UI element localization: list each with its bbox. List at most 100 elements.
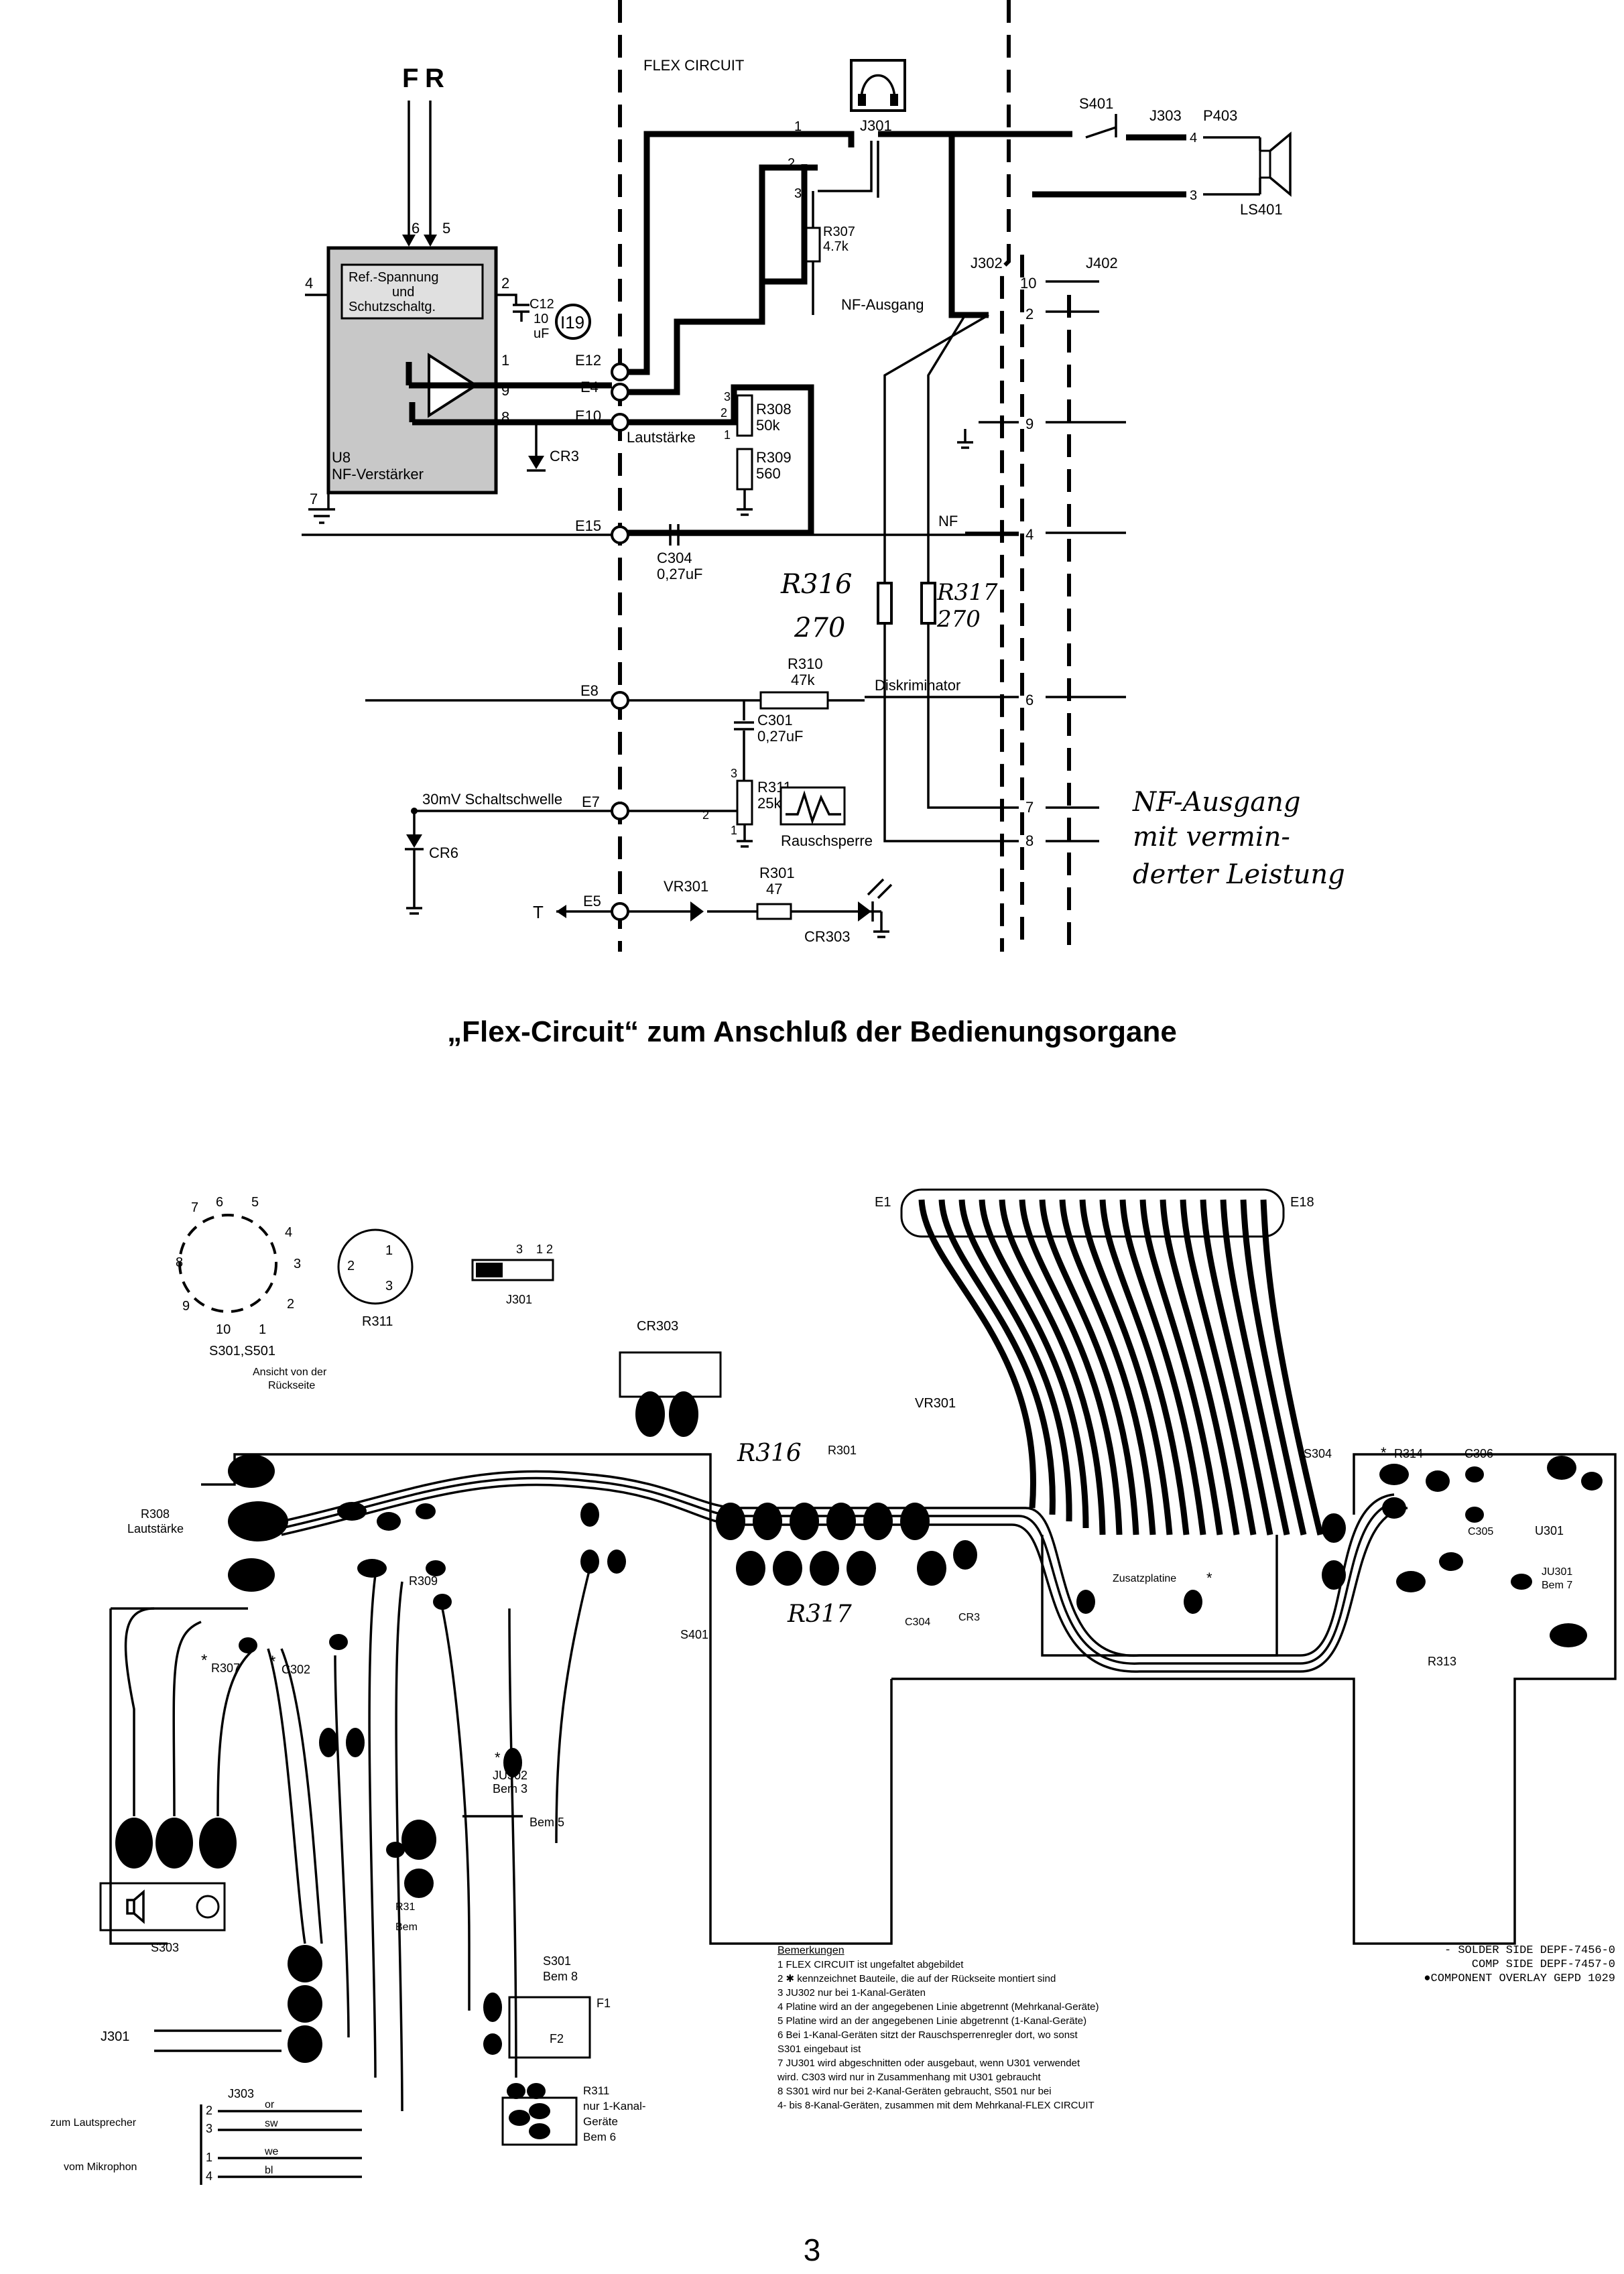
note-item: 4- bis 8-Kanal-Geräten, zusammen mit dem… xyxy=(777,2100,1095,2111)
headphone-ear-right xyxy=(890,94,898,106)
e5-arrow xyxy=(556,905,566,918)
r311-block-line-3: Geräte xyxy=(583,2115,618,2128)
p403-pin-4: 4 xyxy=(1190,131,1197,145)
zusatz-layout-label: Zusatzplatine xyxy=(1113,1573,1176,1584)
s303-speaker-icon xyxy=(126,1889,145,1924)
e12-label: E12 xyxy=(575,352,601,369)
speaker-wire xyxy=(878,131,1072,318)
board-outline-left xyxy=(109,1607,248,1945)
c12-unit: uF xyxy=(534,326,549,341)
i19-label: I19 xyxy=(560,312,584,332)
r307-value: 4.7k xyxy=(823,239,849,254)
j301-jack-pin-2: 2 xyxy=(546,1243,553,1256)
s301-layout-label: S301 xyxy=(543,1954,571,1968)
ribbon-traces xyxy=(918,1199,1324,1536)
u8-function: NF-Verstärker xyxy=(332,466,424,483)
r317-value: 270 xyxy=(936,606,981,633)
wire-sw: sw xyxy=(265,2118,278,2129)
u8-name: U8 xyxy=(332,449,351,466)
svg-text:4: 4 xyxy=(285,1225,292,1240)
bem5-label: Bem 5 xyxy=(529,1816,564,1829)
note-item: 1 FLEX CIRCUIT ist ungefaltet abgebildet xyxy=(777,1959,964,1970)
r310-value: 47k xyxy=(791,672,815,688)
j303-layout-label: J303 xyxy=(228,2087,254,2100)
r308-layout-sub: Lautstärke xyxy=(127,1522,184,1535)
pin9-ground xyxy=(957,429,973,449)
headphone-ear-left xyxy=(858,94,866,106)
cr303-bar xyxy=(867,878,893,922)
r310-label: R310 xyxy=(788,655,823,672)
rauschsperre-label: Rauschsperre xyxy=(781,832,873,849)
wire-we: we xyxy=(264,2146,279,2157)
r301-symbol xyxy=(756,903,792,920)
j301-label: J301 xyxy=(860,117,892,134)
page-heading: „Flex-Circuit“ zum Anschluß der Bedienun… xyxy=(447,1015,1177,1048)
note-item: S301 eingebaut ist xyxy=(777,2043,861,2055)
s303-layout-label: S303 xyxy=(151,1941,179,1954)
pad-cluster-center xyxy=(580,1503,1346,1614)
switch-caption-1: Ansicht von der xyxy=(253,1367,327,1378)
r314-layout-label: R314 xyxy=(1394,1447,1423,1460)
ls401-label: LS401 xyxy=(1240,201,1283,218)
cr3-label: CR3 xyxy=(550,448,579,464)
r301-layout-label: R301 xyxy=(828,1444,857,1457)
svg-text:4: 4 xyxy=(206,2169,212,2183)
comp-side-label: COMP SIDE DEPF-7457-0 xyxy=(1471,1958,1615,1971)
amp-fb-wire xyxy=(409,402,612,426)
j301-jack-pin-1: 1 xyxy=(536,1243,543,1256)
input-arrows xyxy=(402,235,437,247)
r309-value: 560 xyxy=(756,465,781,482)
switch-circle xyxy=(178,1214,277,1313)
c12-label: C12 xyxy=(529,297,554,312)
c304-label: C304 xyxy=(657,550,692,566)
diskriminator-label: Diskriminator xyxy=(875,677,960,694)
j303-label: J303 xyxy=(1149,107,1182,124)
r308-symbol xyxy=(736,394,753,437)
cr3-layout-label: CR3 xyxy=(958,1612,980,1623)
zusatz-outline xyxy=(1041,1535,1278,1657)
r316-value: 270 xyxy=(794,613,845,643)
r313-layout-label: R313 xyxy=(1428,1655,1456,1668)
vr301-layout-label: VR301 xyxy=(915,1396,956,1411)
r311-pin-3: 3 xyxy=(731,767,737,780)
r311-pot-circle xyxy=(337,1228,414,1305)
c301-value: 0,27uF xyxy=(757,728,804,745)
r311-pot-pin-1: 1 xyxy=(385,1243,393,1258)
r311-ground xyxy=(737,824,753,848)
switch-caption-2: Rückseite xyxy=(268,1380,315,1391)
solder-side-label: - SOLDER SIDE DEPF-7456-0 xyxy=(1444,1944,1615,1957)
note-item: 7 JU301 wird abgeschnitten oder ausgebau… xyxy=(777,2058,1080,2069)
r31x-label: R31 xyxy=(395,1901,415,1913)
r309-symbol xyxy=(736,448,753,491)
pad-cluster-right xyxy=(1379,1456,1603,1647)
input-f-label: F xyxy=(402,64,418,93)
overlay-info-block: - SOLDER SIDE DEPF-7456-0 COMP SIDE DEPF… xyxy=(1367,1944,1615,1986)
r311-value: 25k xyxy=(757,795,782,812)
handwritten-note-2: mit vermin- xyxy=(1133,822,1290,852)
p403-label: P403 xyxy=(1203,107,1237,124)
cr303-ground xyxy=(873,911,889,938)
u8-pin-2: 2 xyxy=(501,275,509,292)
board-outline xyxy=(201,1453,1617,1945)
r308-pin-1: 1 xyxy=(724,428,731,442)
r311-pot-name: R311 xyxy=(362,1314,393,1329)
u8-pin-6: 6 xyxy=(412,220,420,237)
r311-layout-pads xyxy=(509,2103,550,2139)
ju302-layout-label: JU302 xyxy=(493,1769,527,1782)
svg-text:1: 1 xyxy=(206,2151,212,2164)
r311-pin-2: 2 xyxy=(702,808,709,822)
e4-wire xyxy=(628,164,818,395)
r311-block-line-4: Bem 6 xyxy=(583,2131,616,2143)
r307-asterisk: * xyxy=(201,1651,207,1669)
note-item: 6 Bei 1-Kanal-Geräten sitzt der Rauschsp… xyxy=(777,2029,1078,2041)
r31x-note: Bem xyxy=(395,1921,418,1933)
notes-title: Bemerkungen xyxy=(777,1945,845,1956)
c305-layout-label: C305 xyxy=(1468,1526,1493,1537)
c301-symbol xyxy=(734,700,754,781)
u8-pin-wires xyxy=(305,294,517,509)
r317-label: R317 xyxy=(936,579,998,606)
c304-layout-label: C304 xyxy=(905,1617,930,1628)
speaker-icon xyxy=(1259,149,1271,179)
amp-out-wire xyxy=(405,362,612,389)
p403-pin-3: 3 xyxy=(1190,188,1197,203)
